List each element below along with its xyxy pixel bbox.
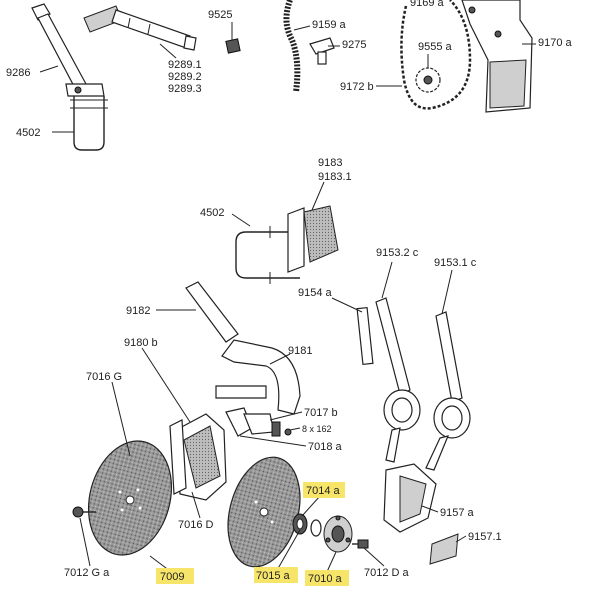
- label-9181: 9181: [288, 345, 312, 357]
- label-7012ga: 7012 G a: [64, 567, 110, 579]
- label-9183-1: 9183.1: [318, 171, 352, 183]
- part-9153-1c-tine: [425, 311, 471, 471]
- part-9183-clamp: [287, 205, 339, 273]
- label-9289-1: 9289.1: [168, 59, 202, 71]
- part-4502-u-bolt-mid: [235, 226, 300, 284]
- label-7017b: 7017 b: [304, 407, 338, 419]
- highlight-7009: [156, 568, 194, 584]
- label-9183: 9183: [318, 157, 342, 169]
- label-9159a: 9159 a: [312, 19, 347, 31]
- label-9154a: 9154 a: [298, 287, 333, 299]
- label-7010a: 7010 a: [308, 573, 343, 585]
- part-7012ga-bolt: [72, 506, 96, 518]
- label-4502-mid: 4502: [200, 207, 224, 219]
- label-7014a: 7014 a: [306, 485, 341, 497]
- label-7018a: 7018 a: [308, 441, 343, 453]
- label-9180b: 9180 b: [124, 337, 158, 349]
- label-9157-1: 9157.1: [468, 531, 502, 543]
- part-9180b-frame: [169, 413, 227, 501]
- highlight-boxes: [156, 482, 349, 586]
- label-9153-1c: 9153.1 c: [434, 257, 477, 269]
- part-7016d-disc-right: [227, 456, 301, 568]
- highlight-7015a: [254, 567, 298, 583]
- part-7018a-bolt: [271, 421, 292, 437]
- highlight-7010a: [305, 570, 349, 586]
- part-7012da-bolt: [352, 539, 369, 549]
- highlight-7014a: [303, 482, 345, 498]
- label-9289-3: 9289.3: [168, 83, 202, 95]
- part-7016g-disc-left: [87, 440, 173, 556]
- part-7010a-hub: [323, 515, 353, 553]
- part-labels: 9525 9159 a 9169 a 9275 9170 a 9286 9289…: [6, 0, 573, 585]
- label-9169a: 9169 a: [410, 0, 445, 9]
- part-7015a-ring: [310, 519, 322, 537]
- label-7012da: 7012 D a: [364, 567, 410, 579]
- part-9525-nut: [225, 38, 241, 54]
- label-9275: 9275: [342, 39, 366, 51]
- part-7014a-bearing: [292, 513, 308, 535]
- part-9555a-sprocket: [415, 67, 441, 93]
- part-9275-fitting: [309, 37, 335, 65]
- label-7016d: 7016 D: [178, 519, 214, 531]
- part-9157a-shoe: [383, 463, 437, 533]
- label-9182: 9182: [126, 305, 150, 317]
- label-8x162: 8 x 162: [302, 424, 332, 434]
- label-9289-2: 9289.2: [168, 71, 202, 83]
- part-9154a-rod: [356, 306, 374, 366]
- label-7016g: 7016 G: [86, 371, 122, 383]
- label-9157a: 9157 a: [440, 507, 475, 519]
- part-9159a-spring: [283, 0, 301, 93]
- label-7015a: 7015 a: [256, 570, 291, 582]
- part-9170a-bracket: [461, 0, 533, 113]
- label-9170a: 9170 a: [538, 37, 573, 49]
- label-7009: 7009: [160, 571, 184, 583]
- leader-lines: [39, 22, 536, 575]
- part-4502-u-bolt-top: [70, 96, 108, 151]
- label-9555a: 9555 a: [418, 41, 453, 53]
- part-9153-2c-tine: [375, 297, 421, 463]
- part-9182-plate: [185, 281, 239, 343]
- label-9286: 9286: [6, 67, 30, 79]
- part-9289-shaft: [83, 5, 197, 51]
- part-9172b-chain: [400, 0, 472, 110]
- label-9172b: 9172 b: [340, 81, 374, 93]
- part-7017b-bracket: [225, 407, 275, 437]
- part-9286-arm: [31, 3, 105, 97]
- part-9157-1-tip: [429, 533, 459, 565]
- label-9525: 9525: [208, 9, 232, 21]
- label-9153-2c: 9153.2 c: [376, 247, 419, 259]
- label-4502-top: 4502: [16, 127, 40, 139]
